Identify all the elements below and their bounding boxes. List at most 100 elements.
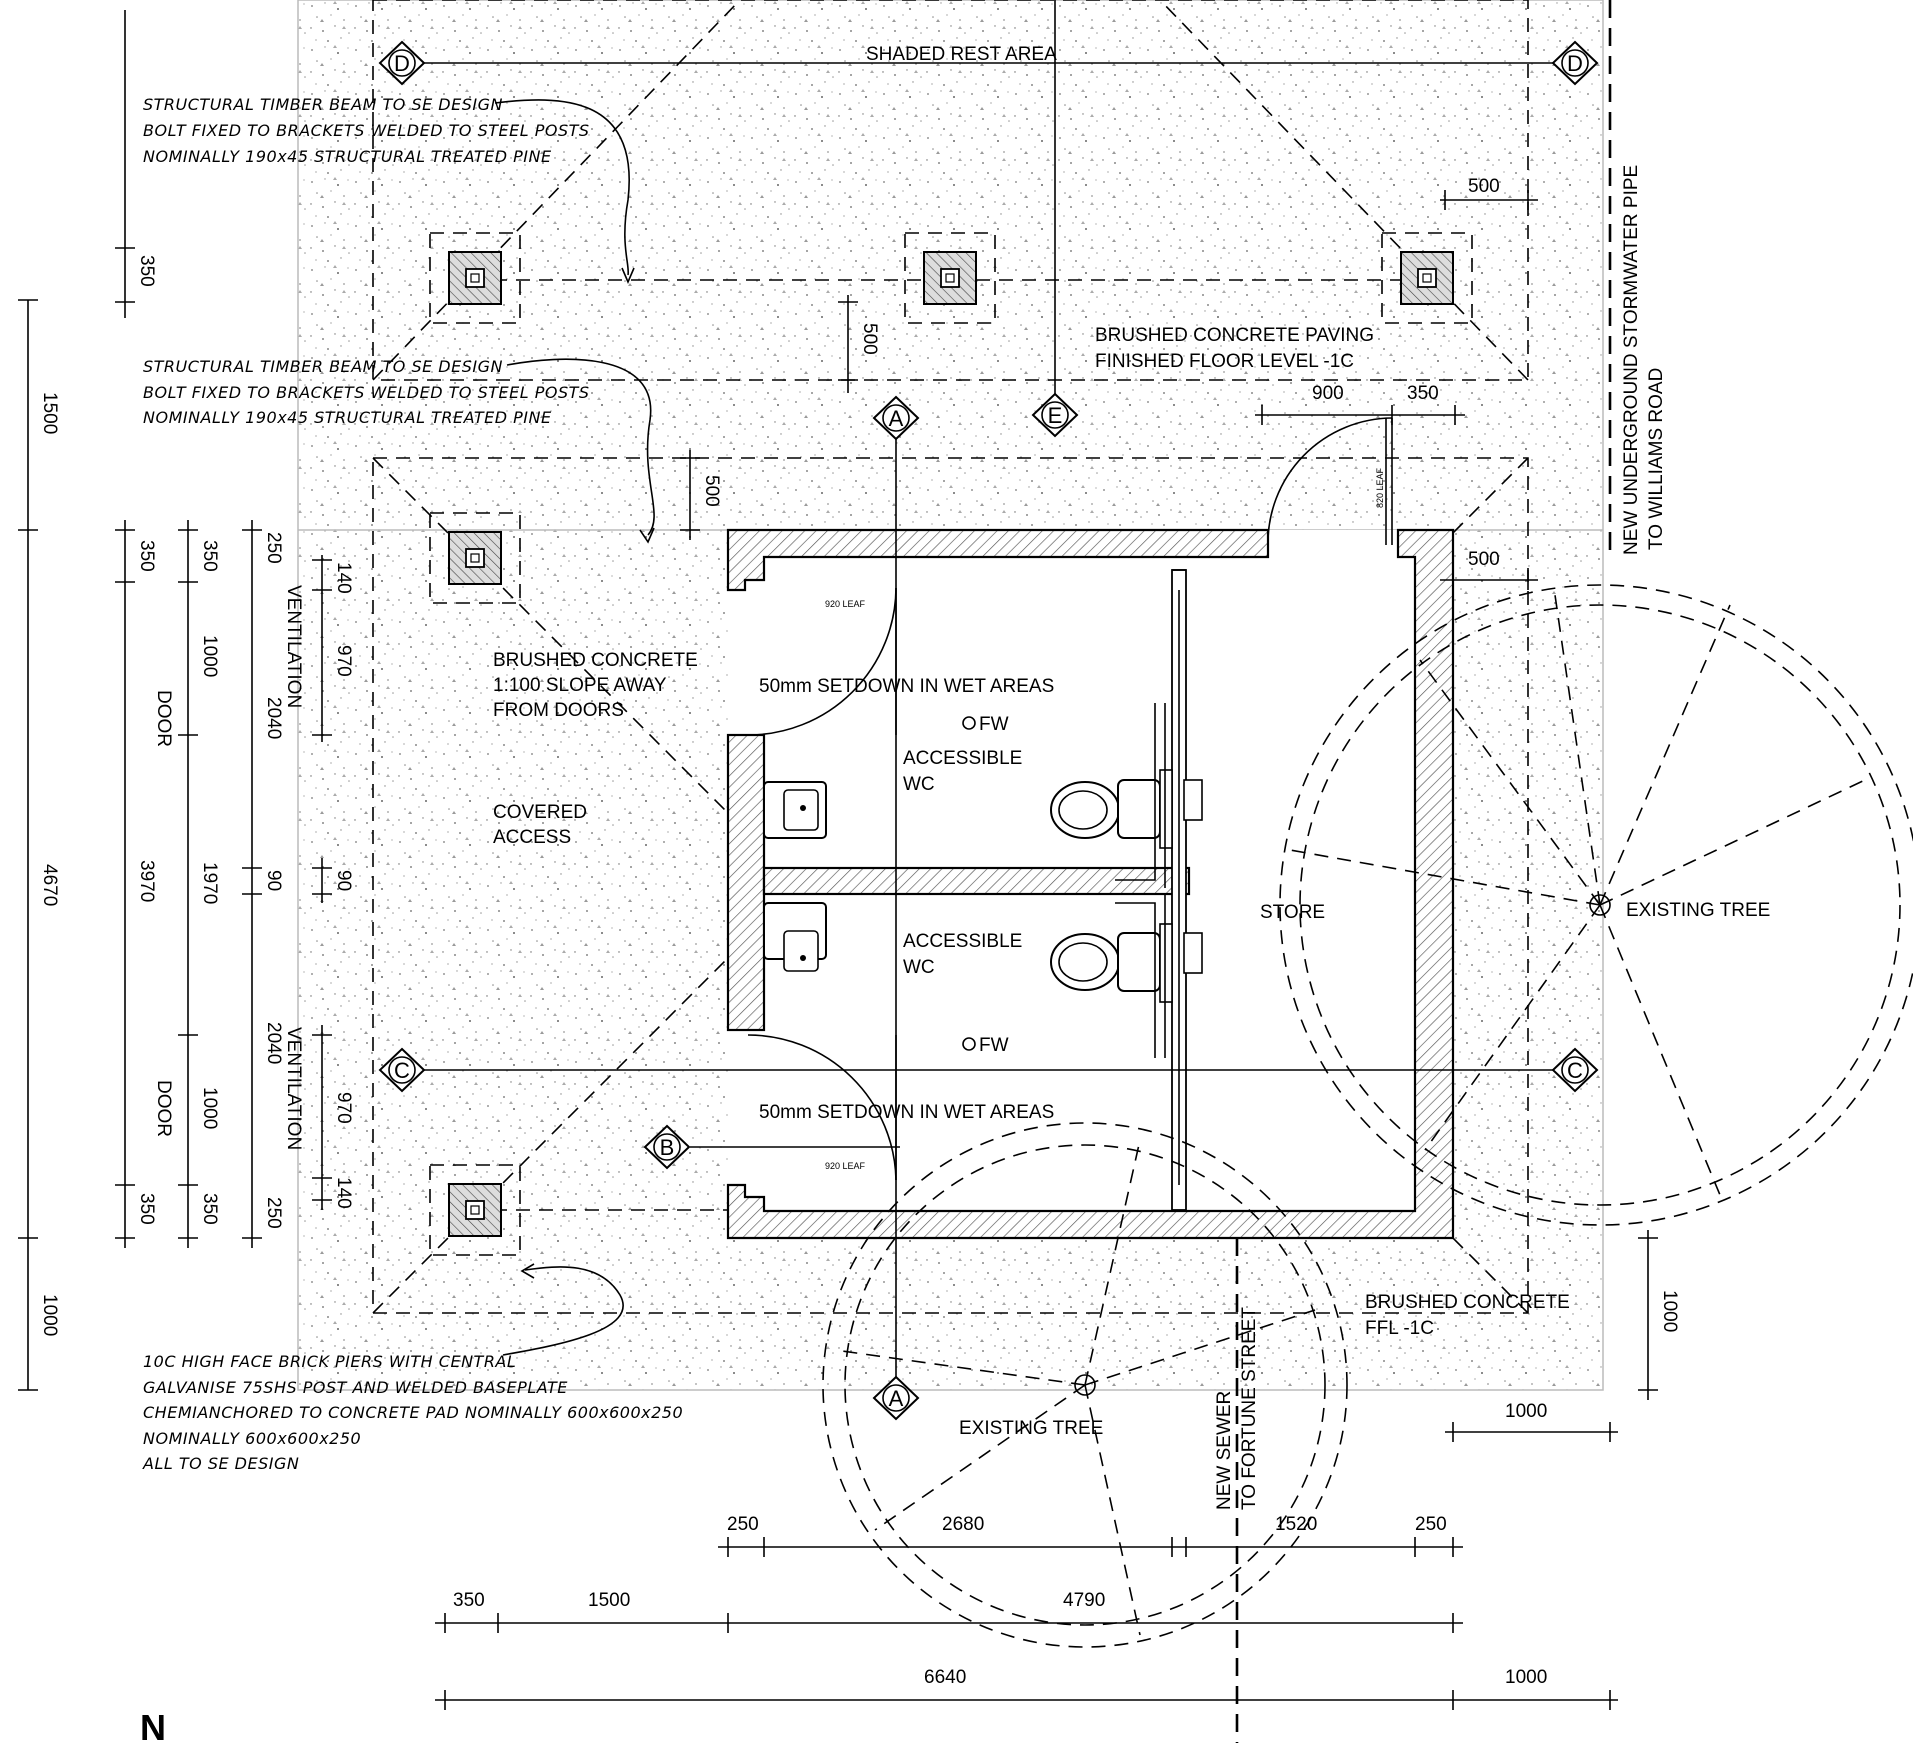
brushed-concrete-label: BRUSHED CONCRETE bbox=[493, 650, 698, 671]
dimension-label: 6640 bbox=[924, 1667, 966, 1688]
ventilation-label-top: VENTILATION bbox=[283, 585, 304, 708]
covered-access-label: COVERED bbox=[493, 802, 587, 823]
dimension-label: 1000 bbox=[199, 635, 220, 677]
dimension-label: 3970 bbox=[136, 860, 157, 902]
dimension-label: 4670 bbox=[39, 864, 60, 906]
dimension-label: 1000 bbox=[199, 1087, 220, 1129]
grid-label: E bbox=[1048, 403, 1063, 428]
dimension-label: 1500 bbox=[39, 392, 60, 434]
grid-marker-a-top: A bbox=[872, 395, 920, 441]
service-lines bbox=[1235, 0, 1612, 1743]
sewer-label: NEW SEWER bbox=[1214, 1391, 1235, 1510]
grid-label: B bbox=[660, 1135, 675, 1160]
stormwater-label: NEW UNDERGROUND STORMWATER PIPE bbox=[1621, 165, 1642, 555]
dimension-label: 350 bbox=[453, 1590, 485, 1611]
paving-level-label: FINISHED FLOOR LEVEL -1C bbox=[1095, 351, 1354, 372]
leaf-label-top: 920 LEAF bbox=[825, 599, 866, 609]
pier-note-line: 10C HIGH FACE BRICK PIERS WITH CENTRAL bbox=[143, 1352, 516, 1371]
leaf-label-store: 820 LEAF bbox=[1375, 467, 1385, 508]
grid-marker-d-right: D bbox=[1551, 40, 1599, 86]
door-label-top: DOOR bbox=[153, 690, 174, 747]
dimension-label: 350 bbox=[136, 1193, 157, 1225]
dimension-label: 350 bbox=[1407, 383, 1439, 404]
beam-note-line: STRUCTURAL TIMBER BEAM TO SE DESIGN bbox=[143, 95, 503, 114]
grid-label: C bbox=[1567, 1058, 1583, 1083]
existing-trees bbox=[822, 584, 1913, 1648]
pier-note-line: ALL TO SE DESIGN bbox=[142, 1454, 299, 1473]
setdown-label-bottom: 50mm SETDOWN IN WET AREAS bbox=[759, 1102, 1054, 1123]
dimension-label: 500 bbox=[859, 323, 880, 355]
slope-label: 1:100 SLOPE AWAY bbox=[493, 675, 667, 696]
leaf-label-bottom: 920 LEAF bbox=[825, 1161, 866, 1171]
existing-tree-label-right: EXISTING TREE bbox=[1626, 900, 1770, 921]
grid-label: D bbox=[1567, 51, 1583, 76]
dimension-label: 1000 bbox=[39, 1294, 60, 1336]
grid-label: C bbox=[394, 1058, 410, 1083]
dimension-label: 350 bbox=[199, 1193, 220, 1225]
dimension-label: 970 bbox=[333, 1092, 354, 1124]
grid-marker-c-left: C bbox=[378, 1047, 426, 1093]
grid-marker-c-right: C bbox=[1551, 1047, 1599, 1093]
floor-waste-label-top: FW bbox=[979, 714, 1009, 735]
dimension-label: 1520 bbox=[1275, 1514, 1317, 1535]
sewer-destination-label: TO FORTUNE STREET bbox=[1239, 1307, 1260, 1510]
dimension-label: 970 bbox=[333, 645, 354, 677]
construction-notes: STRUCTURAL TIMBER BEAM TO SE DESIGN BOLT… bbox=[142, 95, 683, 1473]
beam-note-line: NOMINALLY 190x45 STRUCTURAL TREATED PINE bbox=[143, 408, 552, 427]
slope-direction-label: FROM DOORS bbox=[493, 700, 624, 721]
paving-label: BRUSHED CONCRETE PAVING bbox=[1095, 325, 1374, 346]
dimension-label: 2040 bbox=[263, 697, 284, 739]
floor-waste-label-bottom: FW bbox=[979, 1035, 1009, 1056]
grid-label: A bbox=[889, 406, 904, 431]
wc-label-bottom: WC bbox=[903, 957, 935, 978]
pier bbox=[429, 512, 521, 604]
door-label-bottom: DOOR bbox=[153, 1080, 174, 1137]
stormwater-destination-label: TO WILLIAMS ROAD bbox=[1646, 368, 1667, 550]
dimension-labels: 1500 4670 1000 350 350 3970 350 350 1000… bbox=[39, 176, 1680, 1688]
dimension-label: 4790 bbox=[1063, 1590, 1105, 1611]
beam-note-line: BOLT FIXED TO BRACKETS WELDED TO STEEL P… bbox=[143, 121, 590, 140]
dimension-lines bbox=[18, 10, 1658, 1710]
dimension-label: 250 bbox=[263, 1197, 284, 1229]
beam-note-line: NOMINALLY 190x45 STRUCTURAL TREATED PINE bbox=[143, 147, 552, 166]
service-labels: NEW UNDERGROUND STORMWATER PIPE TO WILLI… bbox=[1214, 165, 1667, 1510]
dimension-label: 350 bbox=[199, 540, 220, 572]
pier-note-line: NOMINALLY 600x600x250 bbox=[143, 1429, 361, 1448]
toilet-block bbox=[726, 528, 1455, 1240]
dimension-label: 1000 bbox=[1505, 1401, 1547, 1422]
fixtures bbox=[763, 703, 1203, 1058]
dimension-label: 140 bbox=[333, 1177, 354, 1209]
brushed-concrete-south-label: BRUSHED CONCRETE bbox=[1365, 1292, 1570, 1313]
dimension-label: 250 bbox=[727, 1514, 759, 1535]
dimension-label: 1500 bbox=[588, 1590, 630, 1611]
dimension-label: 250 bbox=[263, 532, 284, 564]
basin bbox=[763, 781, 827, 839]
grid-label: A bbox=[889, 1386, 904, 1411]
toilet bbox=[1050, 895, 1173, 1058]
ffl-south-label: FFL -1C bbox=[1365, 1318, 1434, 1339]
grid-marker-d-left: D bbox=[378, 40, 426, 86]
accessible-wc-label-bottom: ACCESSIBLE bbox=[903, 931, 1022, 952]
grid-marker-b: B bbox=[643, 1124, 691, 1170]
area-labels: SHADED REST AREA BRUSHED CONCRETE PAVING… bbox=[140, 44, 1770, 1743]
pier bbox=[1381, 232, 1473, 324]
dimension-label: 2680 bbox=[942, 1514, 984, 1535]
dimension-label: 1970 bbox=[199, 862, 220, 904]
dimension-label: 500 bbox=[701, 475, 722, 507]
north-arrow-label: N bbox=[140, 1707, 166, 1743]
beam-note-line: BOLT FIXED TO BRACKETS WELDED TO STEEL P… bbox=[143, 383, 590, 402]
grid-lines bbox=[402, 0, 1575, 1400]
dimension-label: 900 bbox=[1312, 383, 1344, 404]
dimension-label: 90 bbox=[263, 870, 284, 891]
accessible-wc-label-top: ACCESSIBLE bbox=[903, 748, 1022, 769]
grid-label: D bbox=[394, 51, 410, 76]
shaded-rest-area-label: SHADED REST AREA bbox=[866, 44, 1057, 65]
setdown-label-top: 50mm SETDOWN IN WET AREAS bbox=[759, 676, 1054, 697]
pier bbox=[429, 1164, 521, 1256]
basin bbox=[763, 902, 827, 972]
dimension-label: 1000 bbox=[1659, 1290, 1680, 1332]
grid-markers: D D C C A A E bbox=[378, 40, 1599, 1421]
toilet bbox=[1050, 703, 1173, 888]
dimension-label: 500 bbox=[1468, 549, 1500, 570]
